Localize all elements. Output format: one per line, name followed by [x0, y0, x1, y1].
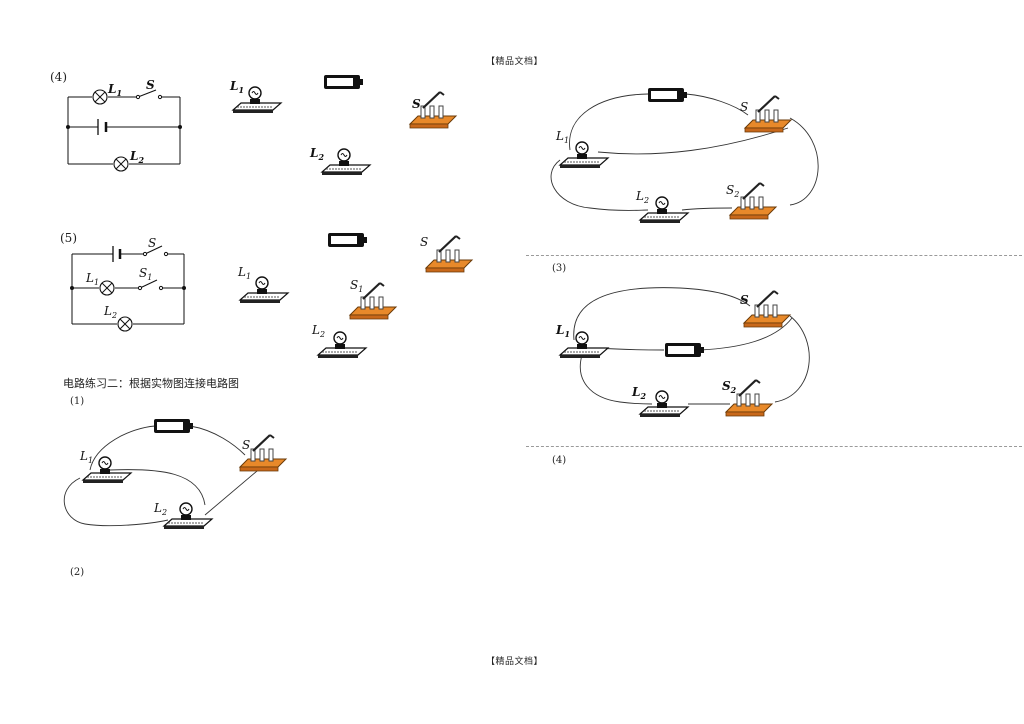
svg-text:S: S: [242, 438, 250, 452]
rt-switch-s2-icon: [728, 181, 778, 221]
schematic-5-lamp-1-icon: [99, 280, 115, 296]
question-4-number: (4): [552, 455, 567, 466]
header-top: 【精品文档】: [486, 57, 544, 67]
svg-text:L2: L2: [103, 304, 117, 320]
svg-text:L2: L2: [153, 501, 167, 517]
svg-text:L2: L2: [311, 323, 325, 339]
svg-text:L1: L1: [555, 323, 570, 339]
svg-text:L2: L2: [631, 385, 646, 401]
schematic-5: [71, 245, 185, 325]
rb-switch-s-icon: [742, 289, 792, 329]
rb-battery-icon: [665, 343, 704, 357]
svg-text:L1: L1: [237, 265, 251, 281]
schematic-4: [67, 89, 181, 165]
p5-switch-s-icon: [424, 234, 474, 274]
schematic-4-lamp-2-icon: [113, 156, 129, 172]
problem-4-number: (4): [50, 70, 67, 84]
question-2-number: (2): [70, 567, 85, 578]
q1-battery-icon: [154, 419, 193, 433]
rt-battery-icon: [648, 88, 687, 102]
p4-lamp-l2-icon: [321, 148, 371, 176]
svg-text:L1: L1: [555, 129, 569, 145]
schematic-4-lamp-1-icon: [92, 89, 108, 105]
svg-text:L1: L1: [85, 271, 99, 287]
question-1-number: (1): [70, 396, 85, 407]
svg-text:S: S: [148, 236, 156, 250]
problem-5-number: (5): [60, 231, 77, 245]
svg-text:S: S: [740, 293, 749, 307]
divider-1: [526, 255, 1022, 256]
q1-lamp-l2-icon: [163, 502, 213, 530]
rt-switch-s-icon: [743, 94, 793, 134]
svg-text:L1: L1: [79, 449, 93, 465]
svg-text:S: S: [420, 235, 428, 249]
svg-text:S: S: [412, 97, 421, 111]
svg-text:S1: S1: [350, 278, 363, 294]
svg-text:L1: L1: [229, 79, 244, 95]
header-bottom: 【精品文档】: [486, 657, 544, 667]
svg-text:S2: S2: [722, 379, 737, 395]
right-top-wires: [550, 93, 819, 211]
divider-2: [526, 446, 1022, 447]
p5-lamp-l2-icon: [317, 331, 367, 359]
s4-label-l1: L1: [107, 82, 122, 98]
p4-battery-icon: [324, 75, 363, 89]
svg-text:S: S: [740, 100, 748, 114]
s4-label-l2: L2: [129, 149, 144, 165]
svg-text:L2: L2: [635, 189, 649, 205]
p5-battery-icon: [328, 233, 367, 247]
section-2-title: 电路练习二：根据实物图连接电路图: [63, 377, 239, 390]
question-3-number: (3): [552, 263, 567, 274]
rt-lamp-l1-icon: [559, 141, 609, 169]
svg-text:S1: S1: [139, 266, 152, 282]
s4-label-s: S: [146, 78, 155, 92]
svg-text:L2: L2: [309, 146, 324, 162]
svg-text:S2: S2: [726, 183, 739, 199]
schematic-5-lamp-2-icon: [117, 316, 133, 332]
